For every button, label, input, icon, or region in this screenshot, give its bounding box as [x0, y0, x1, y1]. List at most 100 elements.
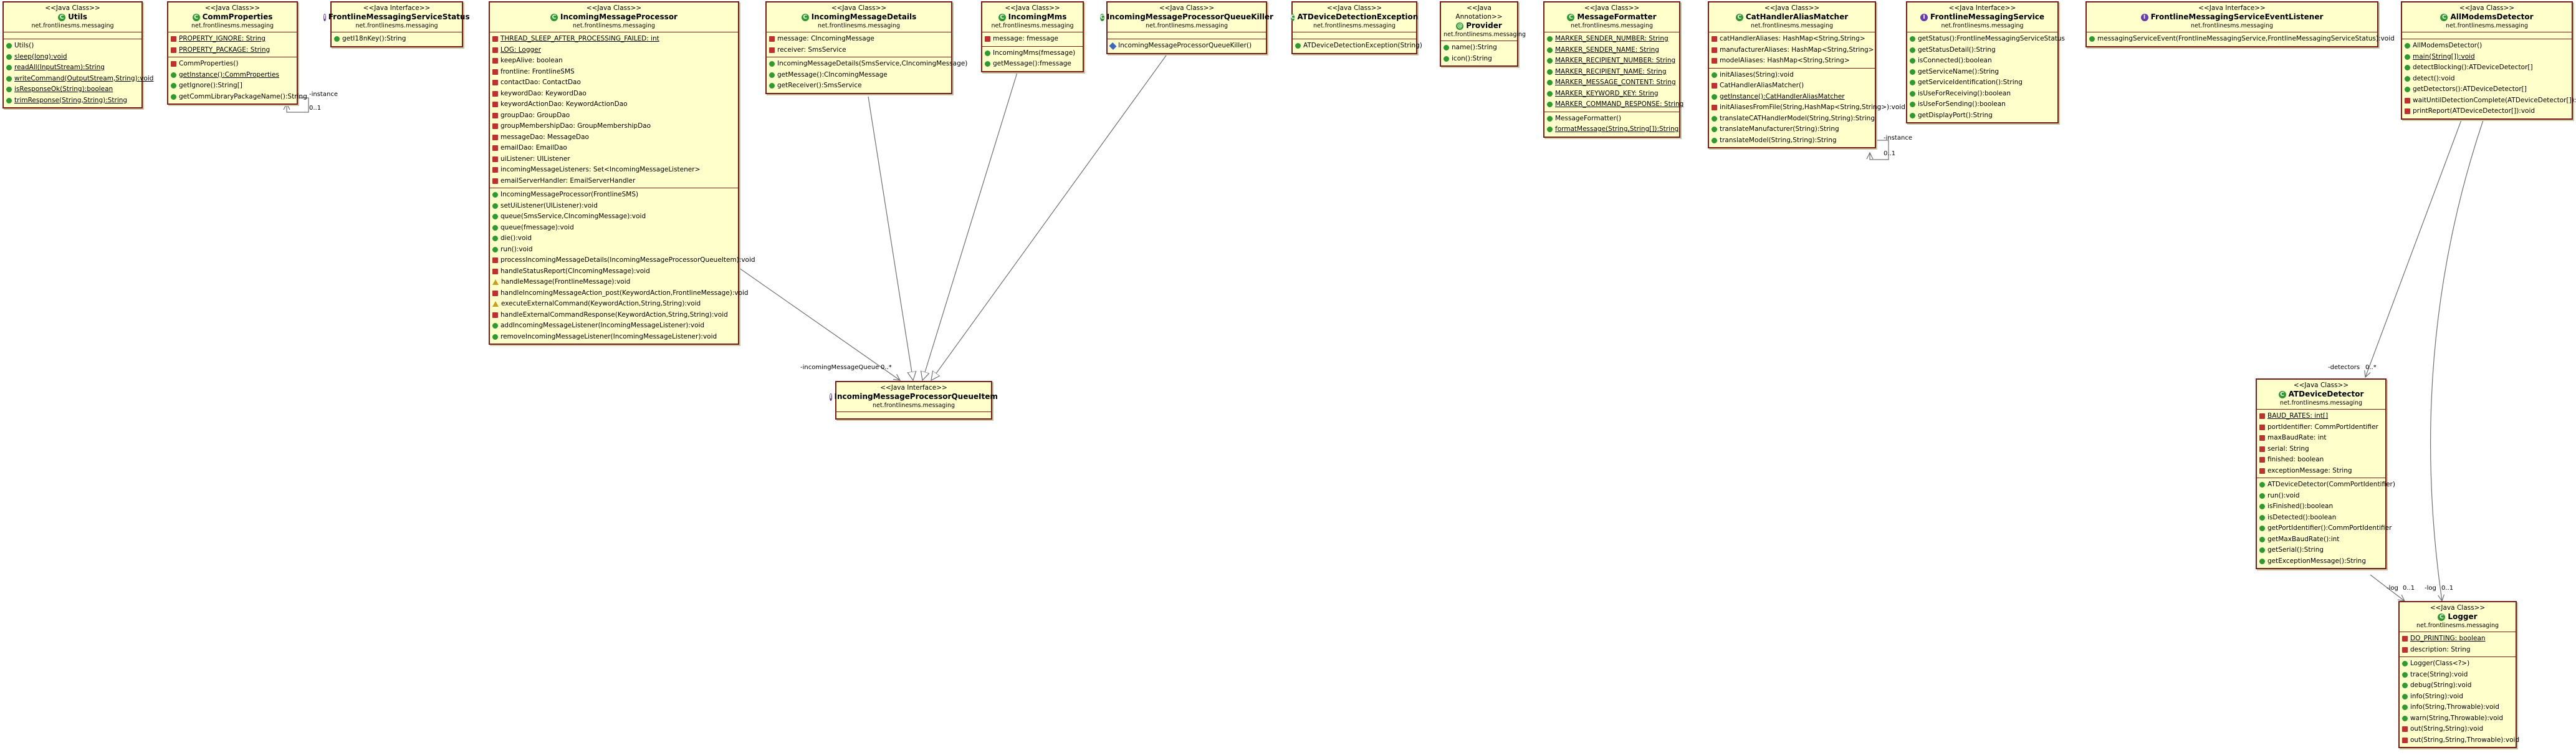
class-name: Logger — [2448, 612, 2478, 621]
member-text: getSerial():String — [2267, 546, 2324, 554]
field-row: uiListener: UIListener — [492, 154, 735, 165]
class-name: AllModemsDetector — [2450, 12, 2534, 21]
class-name: FrontlineMessagingService — [1930, 12, 2044, 21]
member-text: groupMembershipDao: GroupMembershipDao — [500, 122, 651, 130]
methods-section: IncomingMessageProcessorQueueKiller() — [1108, 39, 1266, 53]
member-text: THREAD_SLEEP_AFTER_PROCESSING_FAILED: in… — [500, 35, 659, 42]
class-name: CatHandlerAliasMatcher — [1745, 12, 1849, 21]
class-stereotype: <<Java Annotation>> — [1455, 4, 1503, 21]
member-text: description: String — [2410, 645, 2471, 653]
field-row: keepAlive: boolean — [492, 55, 735, 67]
public-icon — [769, 72, 775, 78]
edge-allmodems-detectors — [2365, 118, 2463, 377]
field-row: LOG: Logger — [492, 45, 735, 56]
class-name: MessageFormatter — [1577, 12, 1657, 21]
member-text: messagingServiceEvent(FrontlineMessaging… — [2097, 35, 2395, 42]
public-icon — [2089, 36, 2095, 42]
field-row: MARKER_SENDER_NUMBER: String — [1547, 34, 1677, 45]
member-text: getMessage():fmessage — [993, 60, 1071, 67]
field-row: incomingMessageListeners: Set<IncomingMe… — [492, 165, 735, 176]
public-icon — [1910, 69, 1915, 75]
method-row: messagingServiceEvent(FrontlineMessaging… — [2089, 34, 2395, 45]
member-text: emailDao: EmailDao — [500, 144, 567, 151]
member-text: addIncomingMessageListener(IncomingMessa… — [500, 322, 705, 329]
member-text: info(String):void — [2410, 692, 2463, 700]
public-icon — [1547, 47, 1553, 53]
member-text: PROPERTY_IGNORE: String — [179, 35, 266, 42]
fields-section: DO_PRINTING: boolean description: String — [2400, 632, 2516, 657]
field-row: THREAD_SLEEP_AFTER_PROCESSING_FAILED: in… — [492, 34, 735, 45]
method-row: MessageFormatter() — [1547, 113, 1677, 125]
method-row: icon():String — [1444, 54, 1515, 65]
edge-commproperties-instance — [287, 97, 309, 113]
private-icon — [492, 145, 498, 151]
method-row: die():void — [492, 233, 735, 244]
private-icon — [2259, 435, 2265, 441]
class-package: net.frontlinesms.messaging — [1750, 22, 1834, 29]
private-icon — [492, 112, 498, 118]
private-icon — [1712, 83, 1717, 89]
private-icon — [492, 312, 498, 318]
member-text: getCommLibraryPackageName():String — [179, 92, 307, 100]
private-icon — [492, 167, 498, 173]
field-row: finished: boolean — [2259, 454, 2383, 466]
edge-label-queue-mult: 0..* — [881, 364, 892, 371]
member-text: isUseForReceiving():boolean — [1918, 89, 2011, 97]
class-stereotype: <<Java Class>> — [45, 4, 100, 12]
public-icon — [492, 246, 498, 252]
method-row: getServiceIdentification():String — [1910, 77, 2055, 89]
fields-section — [1293, 32, 1416, 39]
edge-label-comm-instance: -instance — [309, 91, 338, 98]
field-row: modelAliases: HashMap<String,String> — [1712, 55, 1872, 67]
private-icon — [492, 90, 498, 97]
class-name: IncomingMessageProcessorQueueItem — [834, 392, 998, 401]
field-row: receiver: SmsService — [769, 45, 949, 56]
fields-section: THREAD_SLEEP_AFTER_PROCESSING_FAILED: in… — [490, 32, 738, 188]
field-row: keywordDao: KeywordDao — [492, 89, 735, 100]
method-row: processIncomingMessageDetails(IncomingMe… — [492, 255, 755, 266]
method-row: queue(SmsService,CIncomingMessage):void — [492, 211, 735, 223]
method-row: ATDeviceDetectionException(String) — [1295, 41, 1422, 52]
field-row: MARKER_KEYWORD_KEY: String — [1547, 89, 1677, 100]
method-row: sleep(long):void — [6, 52, 139, 63]
method-row: AllModemsDetector() — [2405, 41, 2569, 52]
edge-label-detectors-mult: 0..* — [2365, 364, 2377, 371]
public-icon — [334, 36, 340, 42]
method-row: trace(String):void — [2402, 670, 2513, 681]
methods-section: CommProperties() getInstance():CommPrope… — [168, 57, 307, 103]
member-text: queue(fmessage):void — [500, 223, 574, 231]
public-icon — [2259, 558, 2265, 564]
annotation-provider[interactable]: <<Java Annotation>> @Provider net.frontl… — [1440, 1, 1526, 67]
class-stereotype: <<Java Class>> — [1584, 4, 1640, 12]
private-icon — [2402, 726, 2408, 733]
member-text: catHandlerAliases: HashMap<String,String… — [1720, 35, 1865, 42]
edge-atdetector-log — [2370, 574, 2405, 601]
method-row: IncomingMessageProcessorQueueKiller() — [1109, 41, 1263, 52]
class-name: ATDeviceDetectionException — [1297, 12, 1419, 21]
public-icon — [1547, 69, 1553, 75]
class-icon: C — [1735, 13, 1743, 21]
class-stereotype: <<Java Class>> — [2293, 382, 2349, 389]
public-icon — [2402, 661, 2408, 667]
field-row: message: CIncomingMessage — [769, 34, 949, 45]
member-text: Utils() — [14, 42, 34, 49]
method-row: initAliases(String):void — [1712, 70, 1872, 81]
private-icon — [171, 47, 176, 53]
